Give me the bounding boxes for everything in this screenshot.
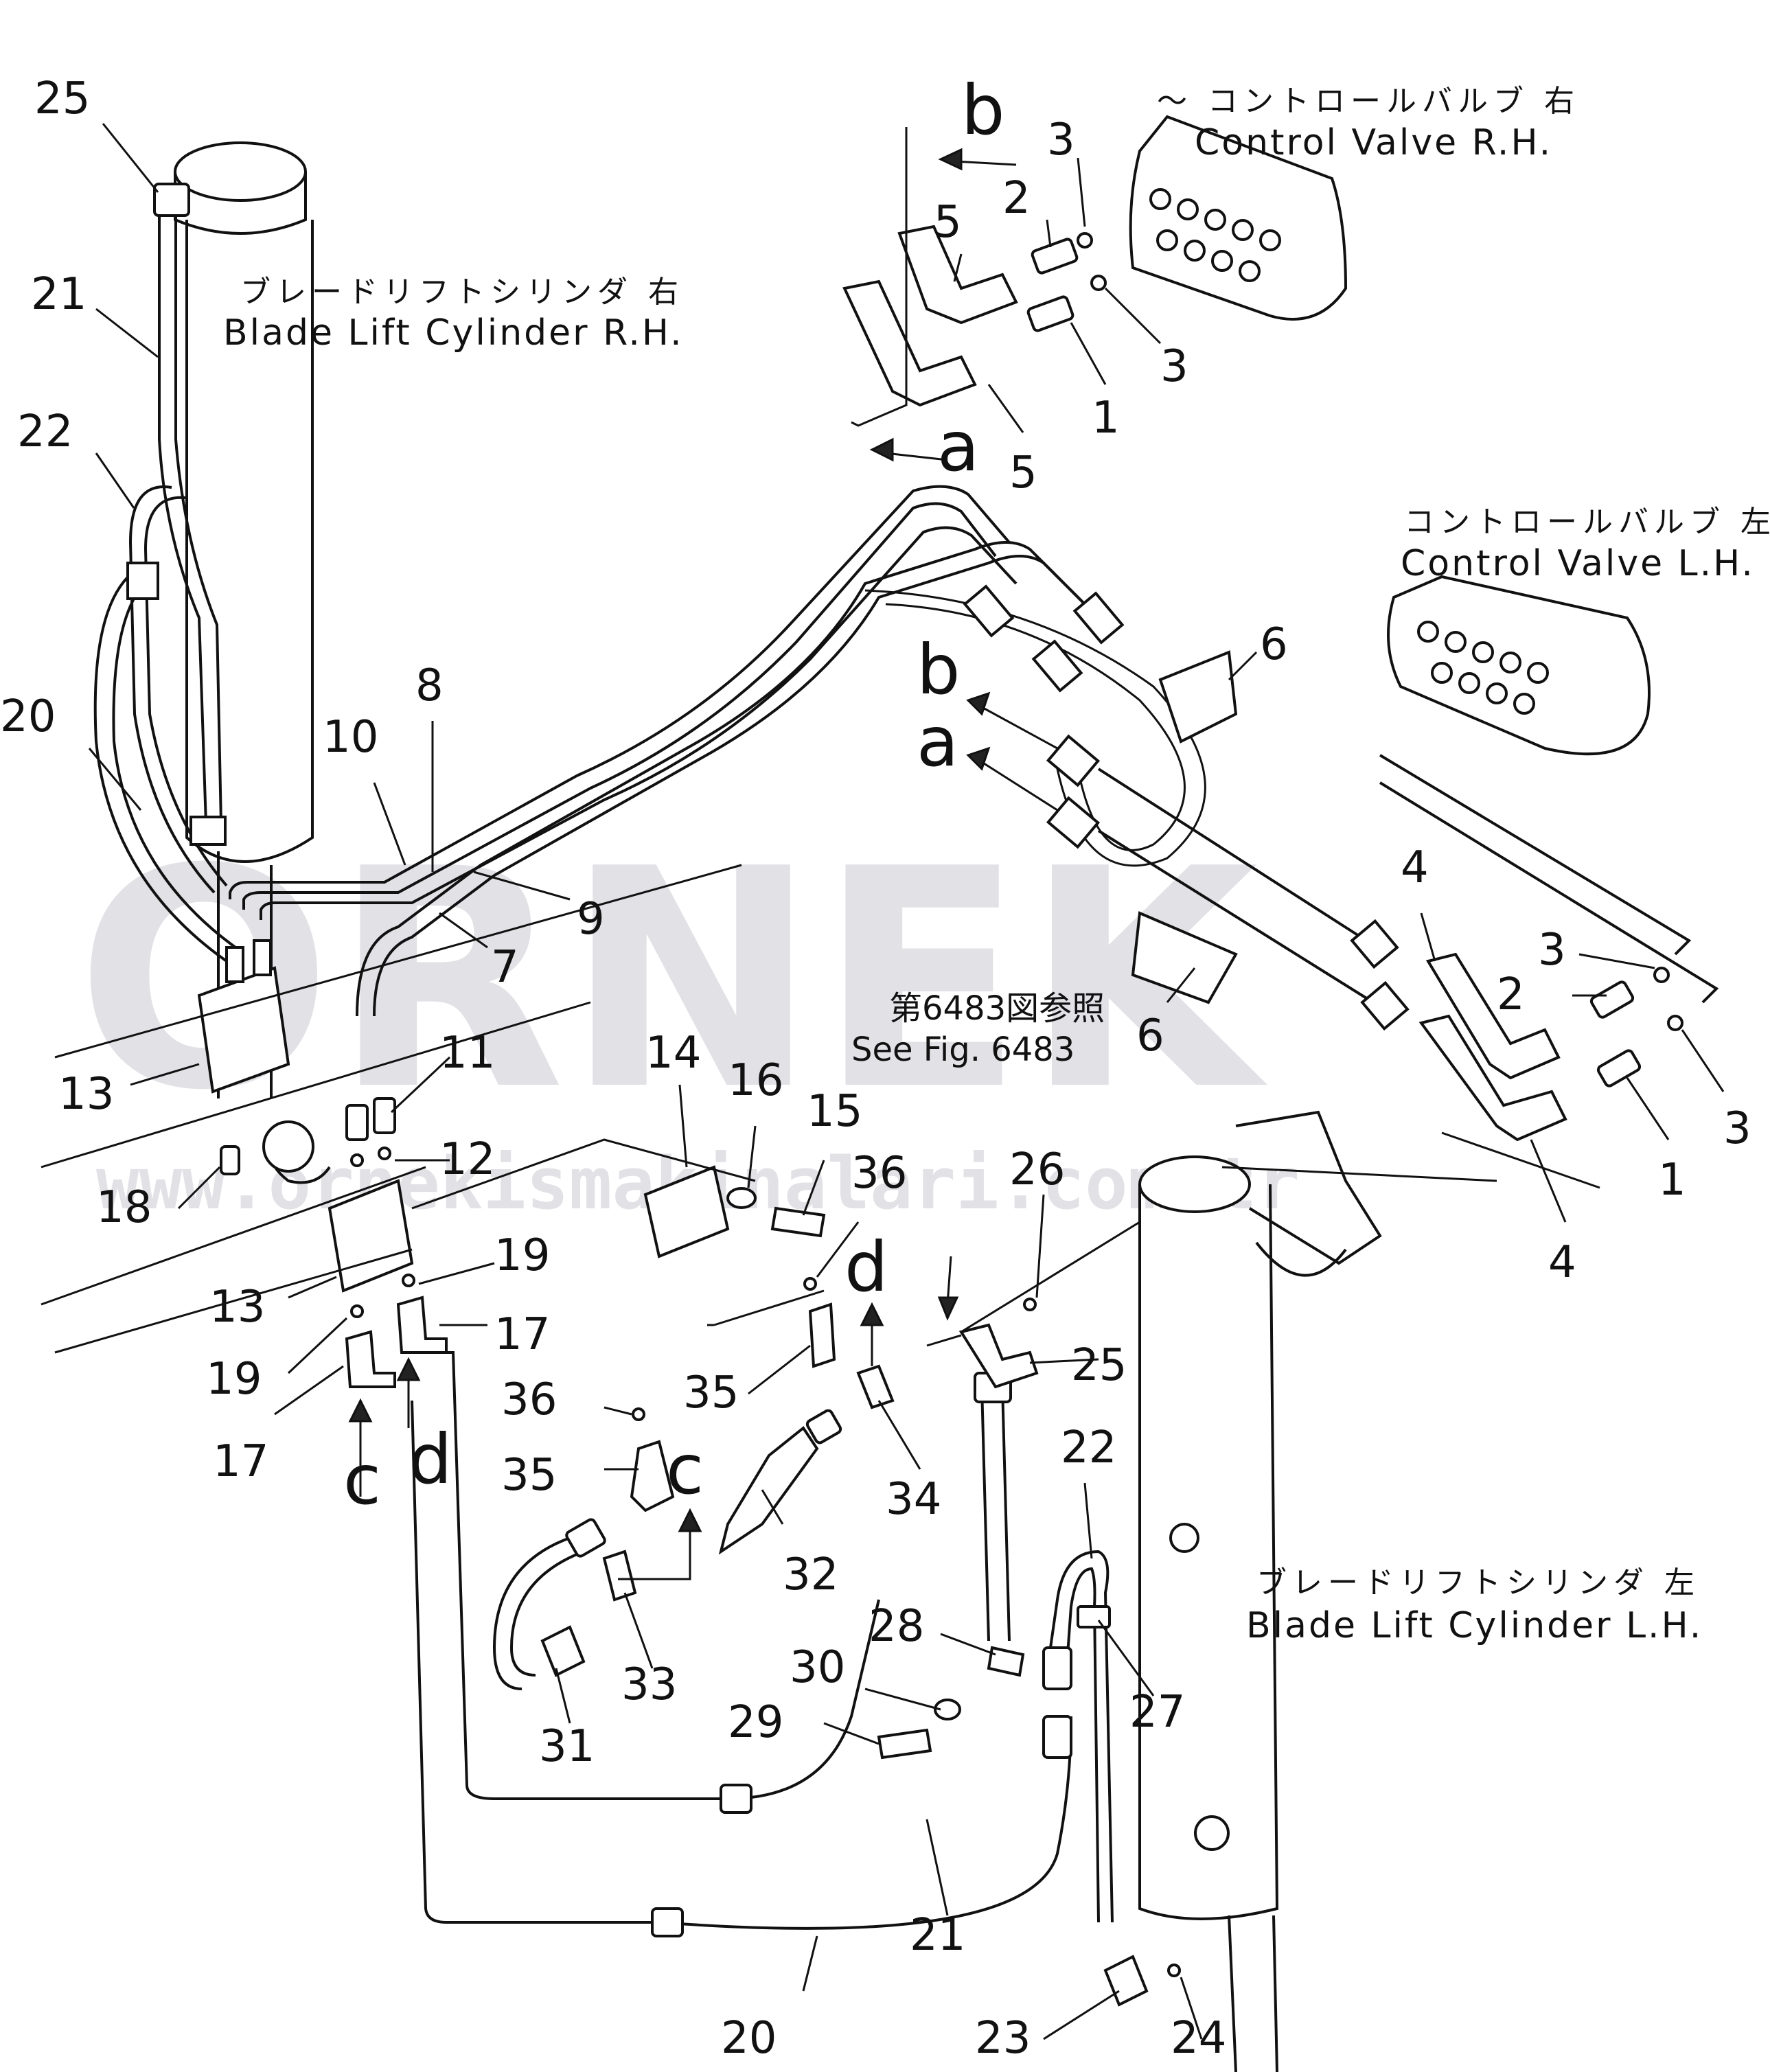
callout-30: 30 <box>790 1642 845 1693</box>
callout-24: 24 <box>1171 2013 1226 2064</box>
direction-arrows <box>348 127 1058 1580</box>
callout-22: 22 <box>17 406 73 457</box>
caption-control-valve-rh-jp: ～ コントロールバルブ 右 <box>1157 84 1580 119</box>
callout-32: 32 <box>783 1550 838 1600</box>
callout-3: 3 <box>1047 115 1075 165</box>
hoses-rh-cylinder <box>93 216 242 963</box>
callout-35: 35 <box>683 1368 739 1418</box>
callout-2: 2 <box>1002 173 1031 224</box>
callout-3: 3 <box>1538 925 1566 976</box>
callout-13: 13 <box>209 1282 265 1333</box>
letter-b-mid: b <box>917 630 960 710</box>
fittings-valve-block <box>345 1097 448 1388</box>
caption-blade-lift-cylinder-lh-en: Blade Lift Cylinder L.H. <box>1246 1605 1703 1646</box>
callout-17: 17 <box>213 1436 268 1487</box>
caption-blade-lift-cylinder-rh-jp: ブレードリフトシリンダ 右 <box>240 275 684 310</box>
callout-34: 34 <box>886 1474 941 1525</box>
caption-control-valve-lh-jp: コントロールバルブ 左 <box>1404 505 1770 540</box>
callout-9: 9 <box>577 894 605 945</box>
callout-6: 6 <box>1136 1011 1164 1061</box>
callout-6: 6 <box>1260 619 1288 670</box>
fittings-lh-valve <box>1379 754 1719 1142</box>
callout-5: 5 <box>934 197 962 248</box>
callout-18: 18 <box>96 1182 152 1233</box>
control-valve-rh <box>1129 115 1348 321</box>
callout-3: 3 <box>1723 1103 1751 1154</box>
callout-33: 33 <box>621 1659 677 1710</box>
callout-12: 12 <box>439 1134 495 1185</box>
caption-see-fig-en: See Fig. 6483 <box>851 1031 1074 1069</box>
hose-fittings-center <box>963 584 1410 1031</box>
callout-36: 36 <box>851 1148 907 1199</box>
callout-5: 5 <box>1009 448 1037 498</box>
callout-4: 4 <box>1548 1237 1576 1288</box>
block-14-group <box>492 1165 895 1690</box>
fitting-25-lh <box>926 1298 1039 1389</box>
caption-control-valve-rh-en: Control Valve R.H. <box>1195 122 1552 163</box>
captions: ～ コントロールバルブ 右 Control Valve R.H. コントロールバ… <box>223 84 1770 1646</box>
callout-27: 27 <box>1129 1687 1185 1738</box>
letter-a-mid: a <box>917 702 958 782</box>
part-callouts: 25 21 22 20 10 8 9 7 13 11 12 18 13 19 1… <box>0 73 1751 2064</box>
callout-14: 14 <box>645 1028 701 1079</box>
callout-16: 16 <box>728 1055 783 1106</box>
callout-25: 25 <box>1071 1340 1127 1391</box>
letter-b-top: b <box>961 70 1004 150</box>
callout-26: 26 <box>1009 1144 1065 1195</box>
callout-29: 29 <box>728 1697 783 1748</box>
callout-10: 10 <box>323 712 378 763</box>
control-valve-lh <box>1387 575 1651 756</box>
callout-23: 23 <box>975 2013 1031 2064</box>
callout-7: 7 <box>491 942 519 993</box>
hoses-to-lh-cylinder <box>411 1351 1072 1937</box>
callout-19: 19 <box>494 1230 550 1281</box>
fittings-rh-valve <box>842 225 1107 407</box>
callout-leaders <box>88 123 1725 2040</box>
callout-15: 15 <box>807 1086 862 1137</box>
callout-21: 21 <box>31 269 87 320</box>
callout-20: 20 <box>721 2013 777 2064</box>
caption-see-fig-jp: 第6483図参照 <box>889 989 1105 1028</box>
letter-d-mid: d <box>844 1227 888 1307</box>
letter-d-left: d <box>409 1419 452 1499</box>
caption-blade-lift-cylinder-lh-jp: ブレードリフトシリンダ 左 <box>1256 1565 1700 1600</box>
callout-20: 20 <box>0 691 56 742</box>
callout-21: 21 <box>910 1910 965 1961</box>
callout-22: 22 <box>1061 1423 1116 1473</box>
callout-19: 19 <box>206 1354 262 1405</box>
callout-17: 17 <box>494 1309 550 1360</box>
letter-c-left: c <box>343 1440 381 1520</box>
callout-3: 3 <box>1160 341 1188 392</box>
letter-a-top: a <box>937 406 979 487</box>
frame-reference-lines <box>41 864 1497 1354</box>
blade-lift-cylinder-lh <box>1138 1110 1382 2072</box>
caption-blade-lift-cylinder-rh-en: Blade Lift Cylinder R.H. <box>223 312 684 354</box>
callout-11: 11 <box>439 1028 495 1079</box>
callout-4: 4 <box>1401 842 1429 893</box>
callout-36: 36 <box>501 1374 557 1425</box>
callout-31: 31 <box>539 1721 595 1772</box>
callout-2: 2 <box>1497 969 1525 1020</box>
letter-c-mid: c <box>666 1429 704 1510</box>
callout-25: 25 <box>34 73 90 124</box>
callout-1: 1 <box>1092 393 1120 444</box>
clamp-brackets <box>1131 650 1238 1004</box>
caption-control-valve-lh-en: Control Valve L.H. <box>1401 543 1755 584</box>
callout-28: 28 <box>869 1601 924 1652</box>
callout-8: 8 <box>415 660 444 711</box>
steel-pipes <box>229 485 1206 1017</box>
callout-1: 1 <box>1658 1155 1686 1206</box>
connection-letters: b a b a c d c d <box>343 70 1004 1520</box>
callout-35: 35 <box>501 1450 557 1501</box>
callout-13: 13 <box>58 1069 114 1120</box>
